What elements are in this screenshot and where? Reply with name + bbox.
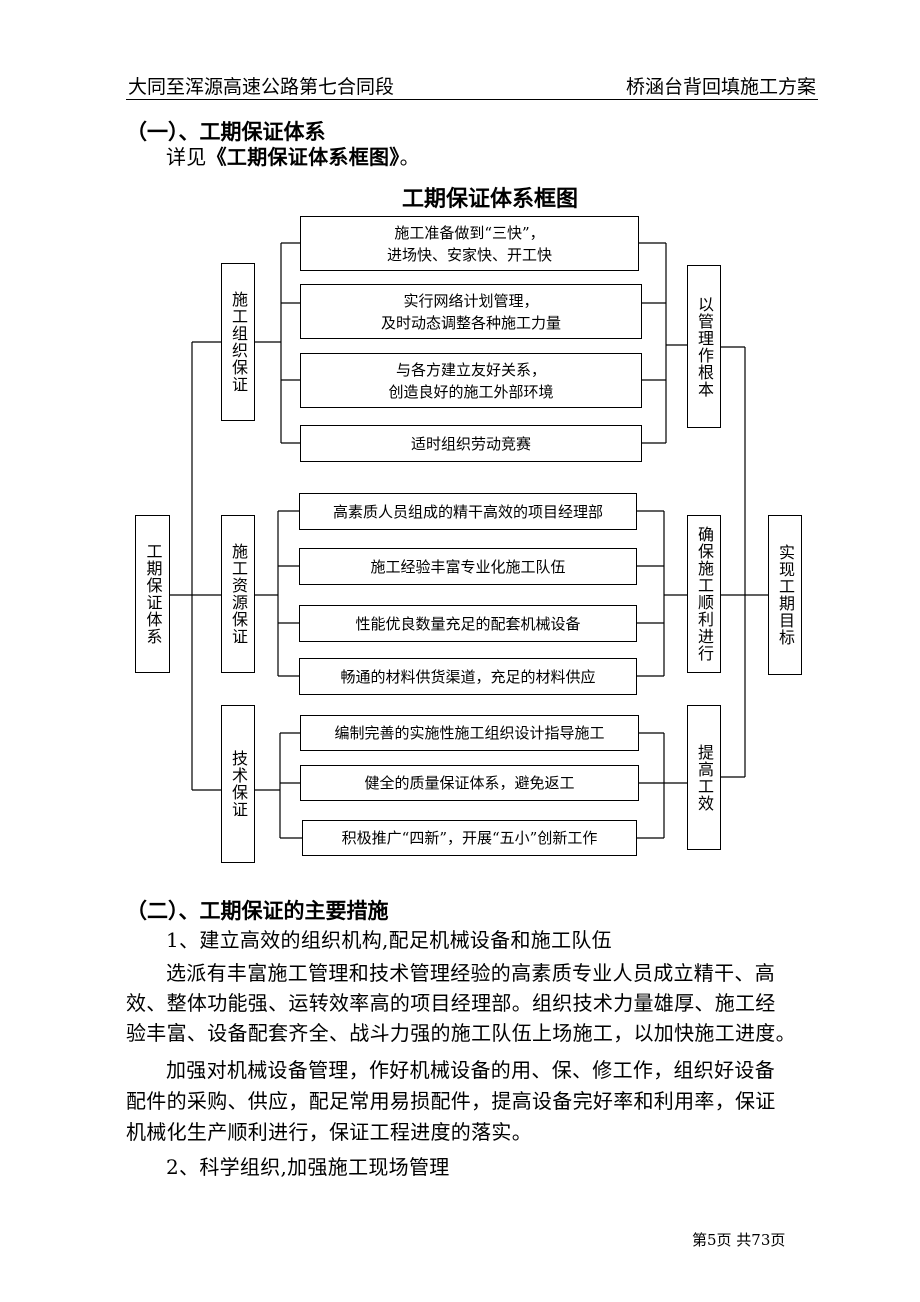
item2-title: 2、科学组织,加强施工现场管理 [166, 1155, 450, 1179]
intro-prefix: 详见 [166, 145, 207, 169]
item-box-material-supply: 畅通的材料供货渠道，充足的材料供应 [299, 658, 637, 695]
page-number: 第5页 共73页 [692, 1231, 786, 1249]
result-node-management: 以管理作根本 [687, 265, 721, 428]
header-left-title: 大同至浑源高速公路第七合同段 [128, 76, 395, 98]
item-box-quality-system: 健全的质量保证体系，避免返工 [300, 765, 639, 801]
para1-line2: 效、整体功能强、运转效率高的项目经理部。组织技术力量雄厚、施工经 [126, 991, 776, 1015]
section2-title: （二）、工期保证的主要措施 [126, 899, 389, 923]
item1-title: 1、建立高效的组织机构,配足机械设备和施工队伍 [166, 928, 612, 952]
item-box-construction-team: 施工经验丰富专业化施工队伍 [299, 548, 637, 585]
para1-line1: 选派有丰富施工管理和技术管理经验的高素质专业人员成立精干、高 [166, 961, 775, 985]
result-node-efficiency: 提高工效 [687, 705, 721, 850]
item-box-innovation: 积极推广“四新”，开展“五小”创新工作 [302, 820, 637, 856]
result-node-smooth-progress: 确保施工顺利进行 [687, 515, 721, 673]
section1-title: （一）、工期保证体系 [126, 120, 326, 144]
para2-line1: 加强对机械设备管理，作好机械设备的用、保、修工作，组织好设备 [166, 1058, 775, 1082]
item-box-relations: 与各方建立友好关系， 创造良好的施工外部环境 [300, 353, 642, 408]
item-box-project-department: 高素质人员组成的精干高效的项目经理部 [299, 493, 637, 530]
item-box-network-plan: 实行网络计划管理， 及时动态调整各种施工力量 [300, 284, 642, 339]
item-box-machinery: 性能优良数量充足的配套机械设备 [299, 605, 637, 642]
section1-intro: 详见《工期保证体系框图》。 [166, 142, 420, 172]
para2-line3: 机械化生产顺利进行，保证工程进度的落实。 [126, 1120, 532, 1144]
header-divider [126, 99, 818, 100]
item-box-design-guidance: 编制完善的实施性施工组织设计指导施工 [300, 715, 639, 751]
root-node-schedule-system: 工期保证体系 [135, 515, 170, 673]
intro-suffix: 。 [399, 145, 420, 169]
header-right-title: 桥涵台背回填施工方案 [626, 76, 817, 98]
goal-node-schedule-target: 实现工期目标 [768, 515, 802, 675]
para1-line3: 验丰富、设备配套齐全、战斗力强的施工队伍上场施工，以加快施工进度。 [126, 1021, 796, 1045]
intro-reference: 《工期保证体系框图》 [206, 145, 400, 169]
group-node-technical: 技术保证 [221, 705, 255, 863]
item-box-three-fast: 施工准备做到“三快”， 进场快、安家快、开工快 [300, 216, 639, 271]
para2-line2: 配件的采购、供应，配足常用易损配件，提高设备完好率和利用率，保证 [126, 1089, 776, 1113]
diagram-title: 工期保证体系框图 [401, 187, 578, 212]
group-node-construction-organization: 施工组织保证 [221, 263, 255, 421]
item-box-labor-competition: 适时组织劳动竞赛 [300, 425, 642, 462]
group-node-construction-resources: 施工资源保证 [221, 515, 255, 673]
